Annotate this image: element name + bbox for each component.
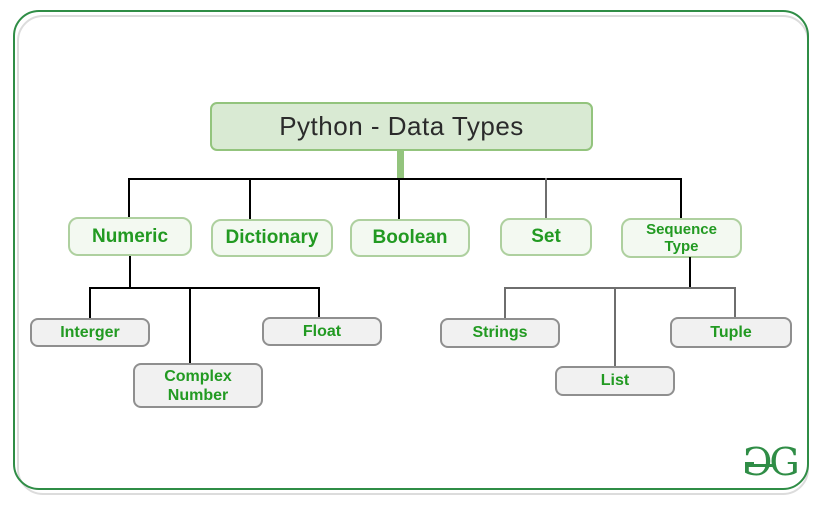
connector-drop-strings <box>504 288 506 318</box>
branch-node-set: Set <box>500 218 592 256</box>
connector-drop-numeric <box>128 178 130 219</box>
leaf-node-list: List <box>555 366 675 396</box>
connector-drop-dictionary <box>249 178 251 221</box>
branch-node-dictionary: Dictionary <box>211 219 333 257</box>
leaf-node-strings: Strings <box>440 318 560 348</box>
leaf-node-label: Strings <box>472 324 528 341</box>
leaf-node-float: Float <box>262 317 382 346</box>
connector-sequence-horizontal <box>504 287 736 289</box>
geeksforgeeks-logo: G G <box>742 440 800 484</box>
connector-root-stub <box>397 150 404 179</box>
connector-drop-tuple <box>734 288 736 318</box>
leaf-node-label: Tuple <box>710 323 752 341</box>
connector-main-horizontal <box>128 178 682 180</box>
connector-drop-sequence-type <box>680 178 682 220</box>
branch-node-label: Sequence Type <box>646 221 717 255</box>
connector-drop-set <box>545 178 547 220</box>
branch-node-numeric: Numeric <box>68 217 192 256</box>
connector-numeric-down <box>129 256 131 288</box>
leaf-node-interger: Interger <box>30 318 150 347</box>
leaf-node-label: Interger <box>60 323 120 341</box>
logo-mirrored-g: G <box>742 440 773 484</box>
connector-drop-float <box>318 288 320 318</box>
connector-sequence-down <box>689 257 691 288</box>
leaf-node-label: Complex Number <box>164 367 232 404</box>
root-node-python-data-types: Python - Data Types <box>210 102 593 151</box>
connector-drop-list <box>614 288 616 367</box>
leaf-node-label: List <box>600 372 630 389</box>
root-node-label: Python - Data Types <box>279 111 524 141</box>
branch-node-boolean: Boolean <box>350 219 470 257</box>
branch-node-label: Dictionary <box>225 227 319 248</box>
logo-crossbar <box>747 464 774 467</box>
leaf-node-tuple: Tuple <box>670 317 792 348</box>
connector-drop-boolean <box>398 178 400 221</box>
connector-drop-interger <box>89 288 91 318</box>
branch-node-label: Boolean <box>372 227 448 248</box>
logo-g: G <box>769 440 800 484</box>
leaf-node-label: Float <box>302 322 342 340</box>
connector-numeric-horizontal <box>89 287 320 289</box>
frame-border <box>13 10 809 490</box>
branch-node-sequence-type: Sequence Type <box>621 218 742 258</box>
branch-node-label: Numeric <box>91 225 169 247</box>
leaf-node-complex-number: Complex Number <box>133 363 263 408</box>
connector-drop-complex-number <box>189 288 191 364</box>
branch-node-label: Set <box>531 226 561 247</box>
